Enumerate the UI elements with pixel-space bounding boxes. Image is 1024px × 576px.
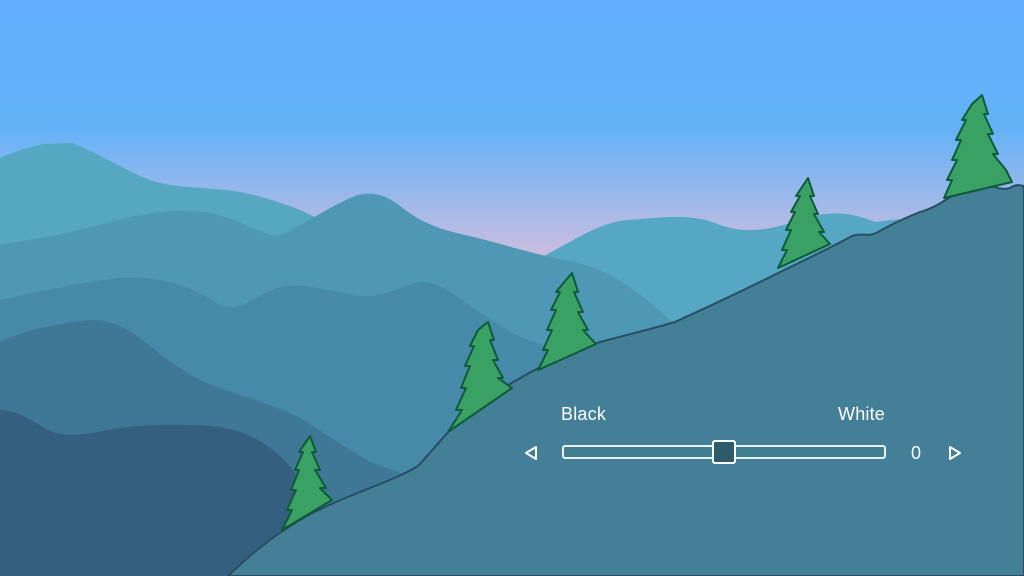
- decrease-button[interactable]: [520, 442, 542, 464]
- pine-tree: [447, 321, 513, 433]
- slider-min-label: Black: [561, 404, 607, 424]
- trees: [281, 94, 1013, 531]
- pine-tree: [281, 435, 333, 531]
- slider-thumb[interactable]: [712, 440, 736, 464]
- pine-tree: [777, 177, 831, 269]
- slider-value: 0: [911, 443, 922, 463]
- mountain-near-2: [0, 410, 320, 576]
- pine-tree: [943, 94, 1013, 199]
- slider-max-label: White: [838, 404, 886, 424]
- pine-tree: [537, 272, 597, 371]
- increase-button[interactable]: [944, 442, 966, 464]
- triangle-right-icon: [949, 446, 961, 460]
- triangle-left-icon: [525, 446, 537, 460]
